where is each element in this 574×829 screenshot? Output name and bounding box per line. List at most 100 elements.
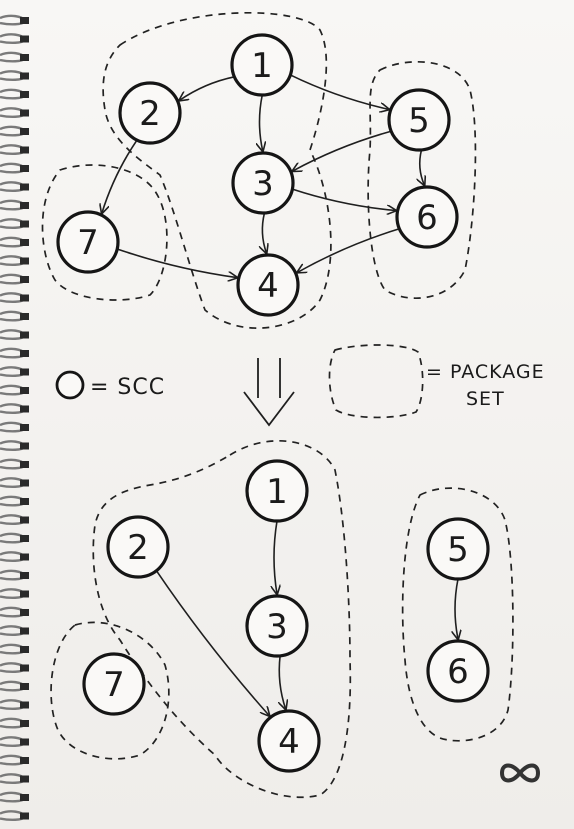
binding-hole xyxy=(20,350,29,357)
package-set-outline-56-bottom xyxy=(401,487,514,742)
edge-top-2-to-7 xyxy=(102,139,138,213)
binding-hole xyxy=(20,128,29,135)
node-bottom-1-label: 1 xyxy=(266,472,288,512)
node-top-7-circle xyxy=(56,210,120,274)
bottom-graph-nodes: 1 2 3 4 5 6 7 xyxy=(82,459,490,773)
node-top-1-label: 1 xyxy=(251,46,273,86)
edge-top-1-to-3 xyxy=(259,94,262,151)
binding-hole xyxy=(20,720,29,727)
binding-hole xyxy=(20,239,29,246)
binding-hole xyxy=(20,442,29,450)
binding-hole xyxy=(20,590,29,598)
node-bottom-2-label: 2 xyxy=(127,528,149,568)
binding-hole xyxy=(20,609,29,616)
binding-hole xyxy=(20,627,29,635)
binding-hole xyxy=(20,257,29,265)
binding-hole xyxy=(20,498,29,505)
binding-hole xyxy=(20,738,29,746)
bottom-graph-edges xyxy=(155,520,458,716)
binding-hole xyxy=(20,387,29,394)
binding-hole xyxy=(20,368,29,376)
node-top-3: 3 xyxy=(231,151,295,215)
binding-hole xyxy=(20,17,29,24)
binding-hole xyxy=(20,331,29,339)
edge-bottom-2-to-4 xyxy=(155,570,269,716)
edge-bottom-3-to-4 xyxy=(279,655,285,709)
legend-package-label-line2: SET xyxy=(466,388,505,410)
edge-top-1-to-2 xyxy=(179,76,235,101)
node-bottom-1-circle xyxy=(245,459,309,523)
legend-package-label-line1: = PACKAGE xyxy=(426,361,545,383)
node-top-7: 7 xyxy=(56,210,120,274)
node-top-1: 1 xyxy=(230,33,294,97)
edge-top-5-to-3 xyxy=(293,130,392,171)
node-top-7-label: 7 xyxy=(77,223,99,263)
binding-hole xyxy=(20,757,29,764)
binding-hole xyxy=(20,664,29,672)
edge-bottom-1-to-3 xyxy=(274,520,277,594)
binding-hole xyxy=(20,202,29,209)
node-bottom-7-label: 7 xyxy=(103,665,125,705)
node-bottom-3-label: 3 xyxy=(266,607,288,647)
edge-top-5-to-6 xyxy=(420,149,425,185)
binding-hole xyxy=(20,794,29,801)
binding-hole xyxy=(20,220,29,228)
transform-arrow xyxy=(243,358,295,427)
node-bottom-4-label: 4 xyxy=(278,722,300,762)
node-bottom-4: 4 xyxy=(257,709,321,773)
binding-hole xyxy=(20,54,29,61)
binding-hole xyxy=(20,109,29,117)
node-top-3-circle xyxy=(231,151,295,215)
package-set-outline-56-top xyxy=(367,60,477,300)
node-bottom-6-circle xyxy=(426,639,490,703)
node-top-2: 2 xyxy=(118,81,182,145)
node-bottom-3: 3 xyxy=(245,594,309,658)
node-top-2-circle xyxy=(118,81,182,145)
node-top-2-label: 2 xyxy=(139,94,161,134)
node-bottom-1: 1 xyxy=(245,459,309,523)
binding-hole xyxy=(20,479,29,487)
binding-hole xyxy=(20,424,29,431)
package-set-outline-7-top xyxy=(41,164,168,301)
binding-hole xyxy=(20,35,29,43)
edge-top-7-to-4 xyxy=(116,248,237,278)
binding-hole xyxy=(20,683,29,690)
node-top-6-label: 6 xyxy=(416,198,438,238)
node-bottom-3-circle xyxy=(245,594,309,658)
binding-hole xyxy=(20,165,29,172)
binding-hole xyxy=(20,535,29,542)
binding-hole xyxy=(20,461,29,468)
binding-hole xyxy=(20,812,29,820)
binding-hole xyxy=(20,276,29,283)
binding-hole xyxy=(20,294,29,302)
node-top-6-circle xyxy=(395,185,459,249)
binding-hole xyxy=(20,553,29,561)
binding-hole xyxy=(20,701,29,709)
legend-scc-label: = SCC xyxy=(90,375,165,400)
legend-scc-circle xyxy=(55,370,85,400)
binding-hole xyxy=(20,146,29,154)
node-bottom-5: 5 xyxy=(426,517,490,581)
package-set-outline-1234-top xyxy=(102,12,332,329)
node-top-3-label: 3 xyxy=(252,164,274,204)
node-top-4-circle xyxy=(236,253,300,317)
node-bottom-5-circle xyxy=(426,517,490,581)
node-top-4-label: 4 xyxy=(257,266,279,306)
node-bottom-7: 7 xyxy=(82,652,146,716)
node-top-5-circle xyxy=(387,88,451,152)
node-bottom-6: 6 xyxy=(426,639,490,703)
spiral-binding xyxy=(0,14,29,822)
binding-hole xyxy=(20,516,29,524)
binding-hole xyxy=(20,91,29,98)
edge-bottom-5-to-6 xyxy=(455,578,458,639)
edge-top-3-to-4 xyxy=(262,212,266,253)
node-bottom-6-label: 6 xyxy=(447,652,469,692)
legend-package-outline xyxy=(328,344,424,419)
edge-top-1-to-5 xyxy=(289,74,388,110)
binding-hole xyxy=(20,775,29,783)
node-top-1-circle xyxy=(230,33,294,97)
edge-top-6-to-4 xyxy=(297,228,400,273)
